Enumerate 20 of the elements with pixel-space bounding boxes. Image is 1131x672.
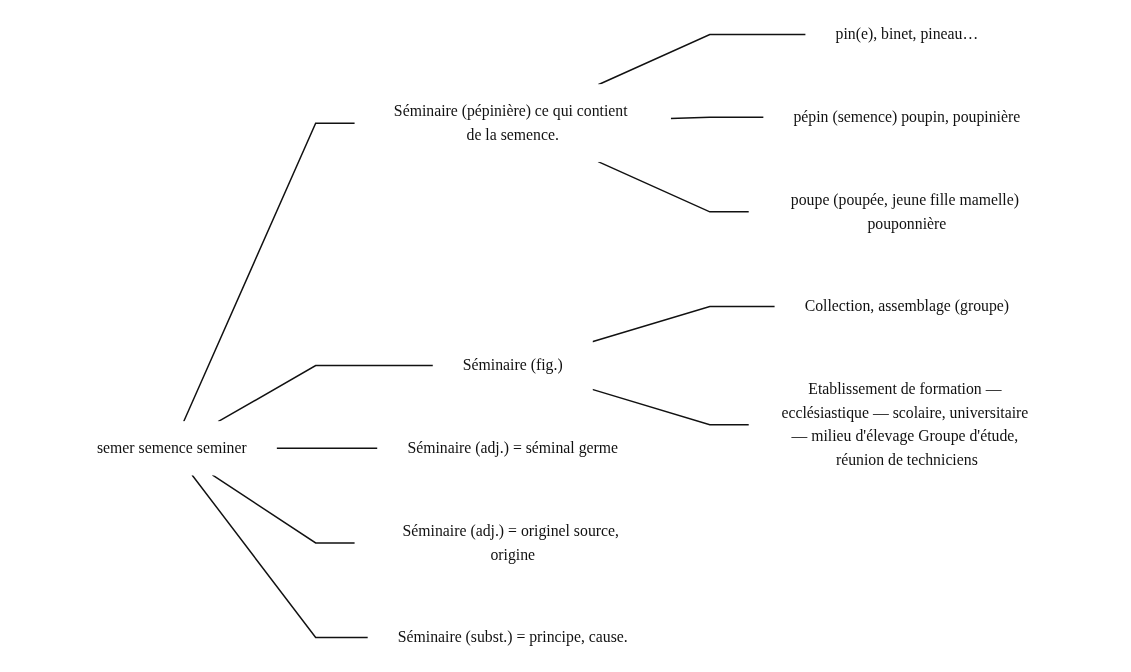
node-text: pépin (semence) poupin, poupinière: [793, 108, 1020, 126]
node-text: Etablissement de formation — ecclésiastique — scolaire, universitaire — milieu d'élevage Groupe d'étude, réunion de techniciens: [780, 380, 1028, 469]
connector: [591, 388, 750, 426]
connector: [216, 364, 434, 423]
connector: [275, 447, 379, 450]
node-text: Séminaire (subst.) = principe, cause.: [397, 628, 628, 646]
node-text: Collection, assemblage (groupe): [804, 297, 1009, 315]
node-text: Séminaire (pépinière) ce qui contient de la semence.: [393, 102, 628, 143]
node-text: Séminaire (adj.) = originel source, origine: [402, 522, 619, 563]
node-text: semer semence seminer: [96, 439, 247, 457]
connector: [182, 122, 356, 423]
connector: [211, 474, 356, 544]
node-text: Séminaire (adj.) = séminal germe: [406, 439, 618, 457]
connector: [669, 116, 765, 120]
node-text: pin(e), binet, pineau…: [835, 25, 978, 43]
connector: [190, 474, 369, 639]
connector: [596, 160, 750, 213]
node-text: Séminaire (fig.): [462, 356, 563, 374]
node-text: poupe (poupée, jeune fille mamelle) pouponnière: [790, 191, 1019, 232]
connector: [591, 305, 776, 343]
